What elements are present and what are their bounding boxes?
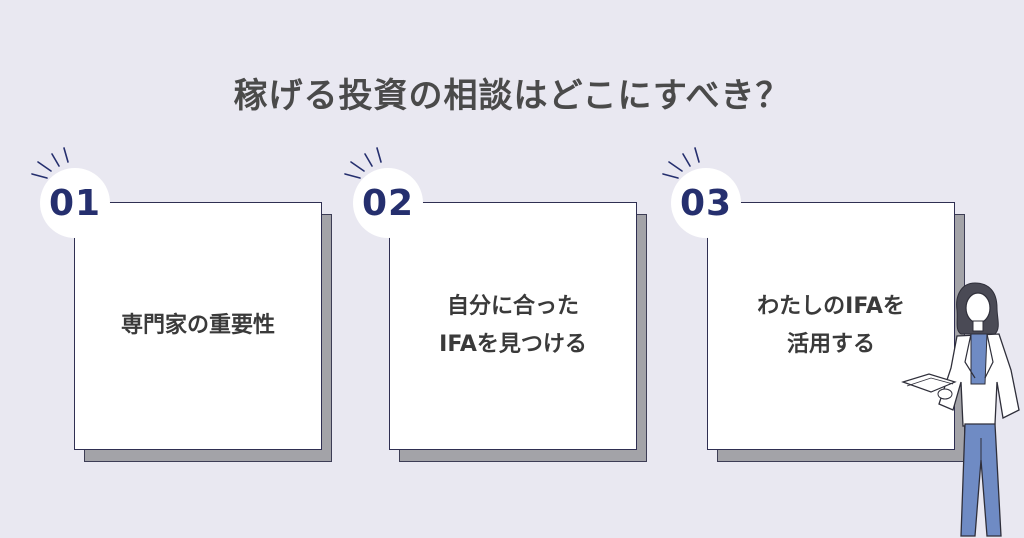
card-3: わたしのIFAを 活用する [707, 202, 965, 462]
card-face: 自分に合った IFAを見つける [389, 202, 637, 450]
badge-number: 02 [361, 182, 415, 224]
sparkle-icon [344, 147, 382, 179]
badge-number: 01 [48, 182, 102, 224]
badge-number: 03 [679, 182, 733, 224]
businesswoman-illustration [901, 282, 1020, 537]
card-label: 専門家の重要性 [120, 312, 275, 338]
card-1: 専門家の重要性 [74, 202, 332, 462]
number-badge-2: 02 [353, 168, 423, 238]
number-badge-1: 01 [40, 168, 110, 238]
number-badge-3: 03 [671, 168, 741, 238]
sparkle-icon [662, 147, 700, 179]
card-face: わたしのIFAを 活用する [707, 202, 955, 450]
card-label: わたしのIFAを 活用する [757, 293, 905, 358]
page-title: 稼げる投資の相談はどこにすべき？ [233, 76, 791, 116]
card-face: 専門家の重要性 [74, 202, 322, 450]
card-2: 自分に合った IFAを見つける [389, 202, 647, 462]
sparkle-icon [31, 147, 69, 179]
card-label: 自分に合った IFAを見つける [439, 293, 587, 358]
